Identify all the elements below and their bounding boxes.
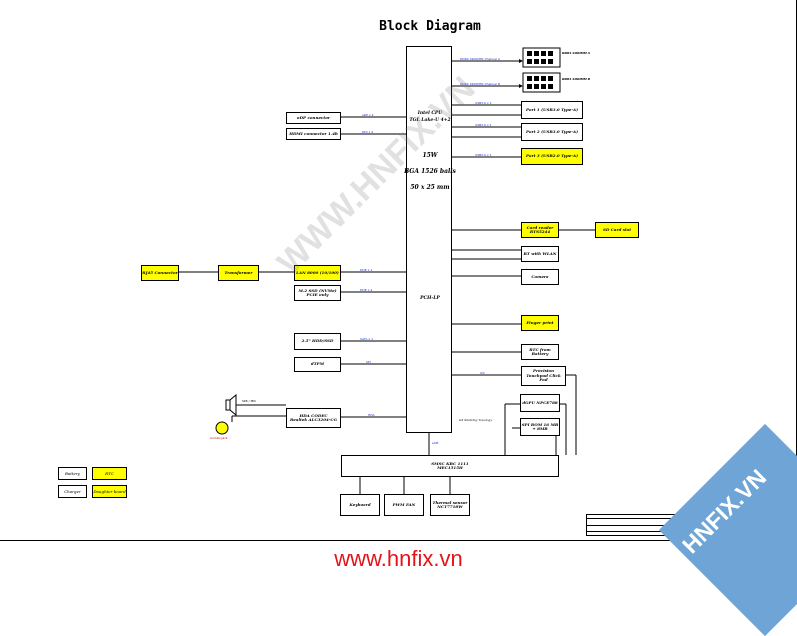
pwm-fan-label: PWM FAN [392, 501, 416, 507]
legend-charger: Charger [58, 485, 87, 498]
edp-signal: eDP x 4 [362, 113, 374, 117]
hda-signal: HDA [368, 413, 375, 417]
usb-port-3: Port 3 (USB2.0 Type-A) [521, 148, 583, 165]
spi-signal: SPI [366, 360, 371, 364]
hdmi-signal: DDI x 4 [362, 130, 374, 134]
legend-daughter-board: Daughter board [92, 485, 127, 498]
pcie-lan-signal: PCIE x 1 [360, 268, 373, 272]
memory-b-signal: DDR4 3200MHz Channel B [460, 82, 500, 86]
pwm-fan: PWM FAN [384, 494, 424, 516]
cpu-model: TGL Lake-U 4+2 [409, 118, 451, 123]
ec-model: MEC1515H [437, 465, 463, 470]
lan-chip-label: LAN 8000 (10/100) [296, 269, 339, 275]
usb-port-1-label: Port 1 (USB3.0 Type-A) [526, 106, 578, 112]
transformer: Transformer [218, 265, 259, 281]
usb-port-2-label: Port 2 (USB3.0 Type-A) [526, 128, 578, 134]
sodimm-b-label: DDR4 SODIMM B [562, 77, 591, 81]
camera-label: Camera [531, 273, 549, 279]
tpm: dTPM [294, 357, 341, 372]
thermal-sensor-label: Thermal sensor NCT7718W [432, 499, 468, 509]
combo-jack-icon [215, 421, 229, 435]
edp-connector: eDP connector [286, 112, 341, 124]
combo-jack-label: Combo Jack [210, 436, 228, 440]
legend-daughter-board-label: Daughter board [93, 489, 126, 494]
usb-port-2: Port 2 (USB3.0 Type-A) [521, 123, 583, 141]
hdd-label: 2.5" HDD/SSD [301, 338, 334, 344]
hdd: 2.5" HDD/SSD [294, 333, 341, 350]
usb2-signal: USB2.0 x 1 [475, 153, 492, 157]
cpu-power: 15W [422, 152, 438, 159]
connection-lines [175, 47, 599, 494]
i2c-signal: I2C [480, 371, 485, 375]
legend-charger-label: Charger [64, 489, 81, 494]
g3-label: G3 Shutting Topology [459, 418, 493, 422]
finger-print: Finger print [521, 315, 559, 331]
card-reader: Card reader RTS5244 [521, 222, 559, 238]
rtc-battery: RTC from Battery [521, 344, 559, 360]
lan-chip: LAN 8000 (10/100) [294, 265, 341, 281]
embedded-controller: SMSC KBC 1111 MEC1515H [341, 455, 559, 477]
bt-wlan-label: BT with WLAN [523, 250, 557, 256]
legend-rtc-label: RTC [105, 471, 114, 476]
sd-card-slot: SD Card slot [595, 222, 639, 238]
spi-rom: SPI ROM 16 MB + 8MB [520, 418, 560, 436]
legend-battery-label: Battery [64, 471, 81, 476]
usb-port-3-label: Port 3 (USB2.0 Type-A) [526, 153, 578, 159]
memory-a-signal: DDR4 3200MHz Channel A [460, 57, 500, 61]
espi-signal: eSPI [432, 441, 439, 445]
keyboard: Keyboard [340, 494, 380, 516]
touchpad: Precision Touchpad Click Pad [521, 366, 566, 386]
bt-wlan: BT with WLAN [521, 246, 559, 262]
rtc-battery-label: RTC from Battery [529, 346, 551, 356]
thermal-sensor: Thermal sensor NCT7718W [430, 494, 470, 516]
dgpu-label: dGPU NPCE788 [522, 399, 558, 405]
usb-port-1: Port 1 (USB3.0 Type-A) [521, 101, 583, 119]
hdmi-connector-label: HDMI connector 1.4b [289, 130, 338, 136]
hdmi-connector: HDMI connector 1.4b [286, 128, 341, 140]
sheet-border-bottom [0, 540, 797, 541]
rj45-connector: RJ45 Connector [141, 265, 179, 281]
speaker-label: SPK / MIC [242, 399, 257, 403]
cpu-size: 50 x 25 mm [410, 184, 450, 191]
card-reader-label: Card reader RTS5244 [526, 224, 554, 234]
dgpu: dGPU NPCE788 [520, 394, 560, 412]
pch-label: PCH-LP [420, 296, 440, 301]
pcie-ssd-signal: PCIE x 4 [360, 288, 373, 292]
m2-ssd-label: M.2 SSD (NVMe) PCIE only [298, 287, 337, 297]
finger-print-label: Finger print [526, 319, 554, 325]
cpu-package: BGA 1526 balls [404, 168, 456, 175]
transformer-label: Transformer [224, 269, 253, 275]
footer-url[interactable]: www.hnfix.vn [334, 546, 463, 571]
m2-ssd: M.2 SSD (NVMe) PCIE only [294, 285, 341, 301]
hda-codec: HDA CODEC Realtek ALC3204-CG [286, 408, 341, 428]
sodimm-a-label: DDR4 SODIMM A [562, 51, 591, 55]
usb3-signal-1: USB3.0 x 1 [475, 101, 492, 105]
usb3-signal-2: USB3.0 x 1 [475, 123, 492, 127]
sata-signal: SATA x 1 [360, 337, 374, 341]
schematic-sheet: Block Diagram [0, 0, 797, 541]
keyboard-label: Keyboard [349, 501, 371, 507]
spi-rom-label: SPI ROM 16 MB + 8MB [521, 421, 559, 431]
hda-codec-model: Realtek ALC3204-CG [289, 417, 338, 422]
ec-title: SMSC KBC 1111 [431, 460, 469, 466]
camera: Camera [521, 269, 559, 285]
sd-card-slot-label: SD Card slot [602, 226, 632, 232]
cpu-block: Intel CPU TGL Lake-U 4+2 15W BGA 1526 ba… [404, 46, 456, 433]
legend-rtc: RTC [92, 467, 127, 480]
page-title: Block Diagram [379, 19, 481, 34]
edp-connector-label: eDP connector [297, 114, 330, 120]
touchpad-label: Precision Touchpad Click Pad [526, 368, 561, 383]
speaker-icon [225, 393, 237, 417]
tpm-label: dTPM [310, 361, 325, 367]
cpu-name: Intel CPU [417, 111, 443, 116]
hda-codec-title: HDA CODEC [299, 412, 328, 418]
legend-battery: Battery [58, 467, 87, 480]
rj45-connector-label: RJ45 Connector [142, 269, 178, 275]
